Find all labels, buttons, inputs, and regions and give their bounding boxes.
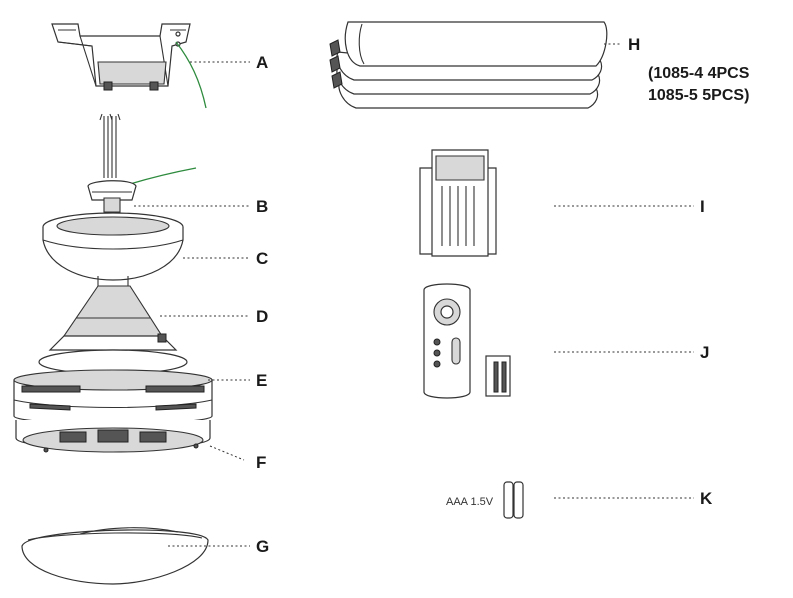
part-label-g: G	[256, 537, 269, 556]
receiver-illustration	[419, 149, 497, 257]
part-label-c: C	[256, 249, 268, 268]
blades-illustration	[329, 21, 608, 109]
blade-ring-illustration	[13, 349, 213, 425]
remote-control-illustration	[423, 283, 511, 399]
blade-note-line-2: 1085-5 5PCS)	[648, 87, 749, 104]
part-label-b: B	[256, 197, 268, 216]
part-label-f: F	[256, 453, 266, 472]
part-label-e: E	[256, 371, 267, 390]
blade-note-line-1: (1085-4 4PCS	[648, 65, 750, 82]
part-label-d: D	[256, 307, 268, 326]
mounting-bracket-illustration	[51, 23, 207, 109]
battery-label: AAA 1.5V	[446, 496, 494, 508]
part-label-h: H	[628, 35, 640, 54]
part-label-k: K	[700, 489, 713, 508]
leader-lines	[134, 43, 694, 547]
canopy-hanger-illustration	[87, 180, 137, 213]
canopy-illustration	[42, 212, 184, 290]
part-label-a: A	[256, 53, 268, 72]
glass-cover-illustration	[21, 527, 209, 585]
batteries-illustration: AAA 1.5V	[446, 481, 524, 519]
supply-wires-illustration	[99, 113, 197, 185]
light-kit-illustration	[15, 420, 211, 453]
part-label-j: J	[700, 343, 709, 362]
motor-housing-illustration	[48, 285, 178, 351]
part-label-i: I	[700, 197, 705, 216]
